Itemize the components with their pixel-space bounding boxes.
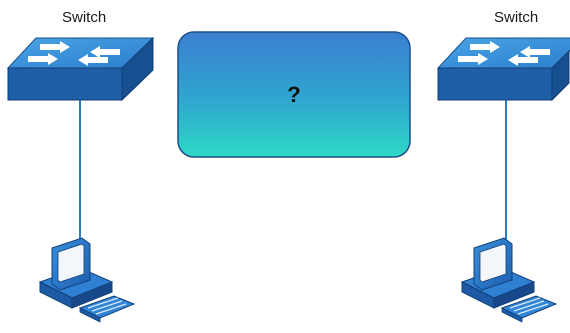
right-switch-label: Switch — [494, 9, 538, 26]
left-switch-icon — [8, 38, 153, 100]
left-switch-label: Switch — [62, 9, 106, 26]
left-pc-icon — [40, 238, 134, 322]
right-pc-icon — [462, 238, 556, 322]
right-switch-icon — [438, 38, 570, 100]
unknown-network-box — [178, 32, 410, 157]
